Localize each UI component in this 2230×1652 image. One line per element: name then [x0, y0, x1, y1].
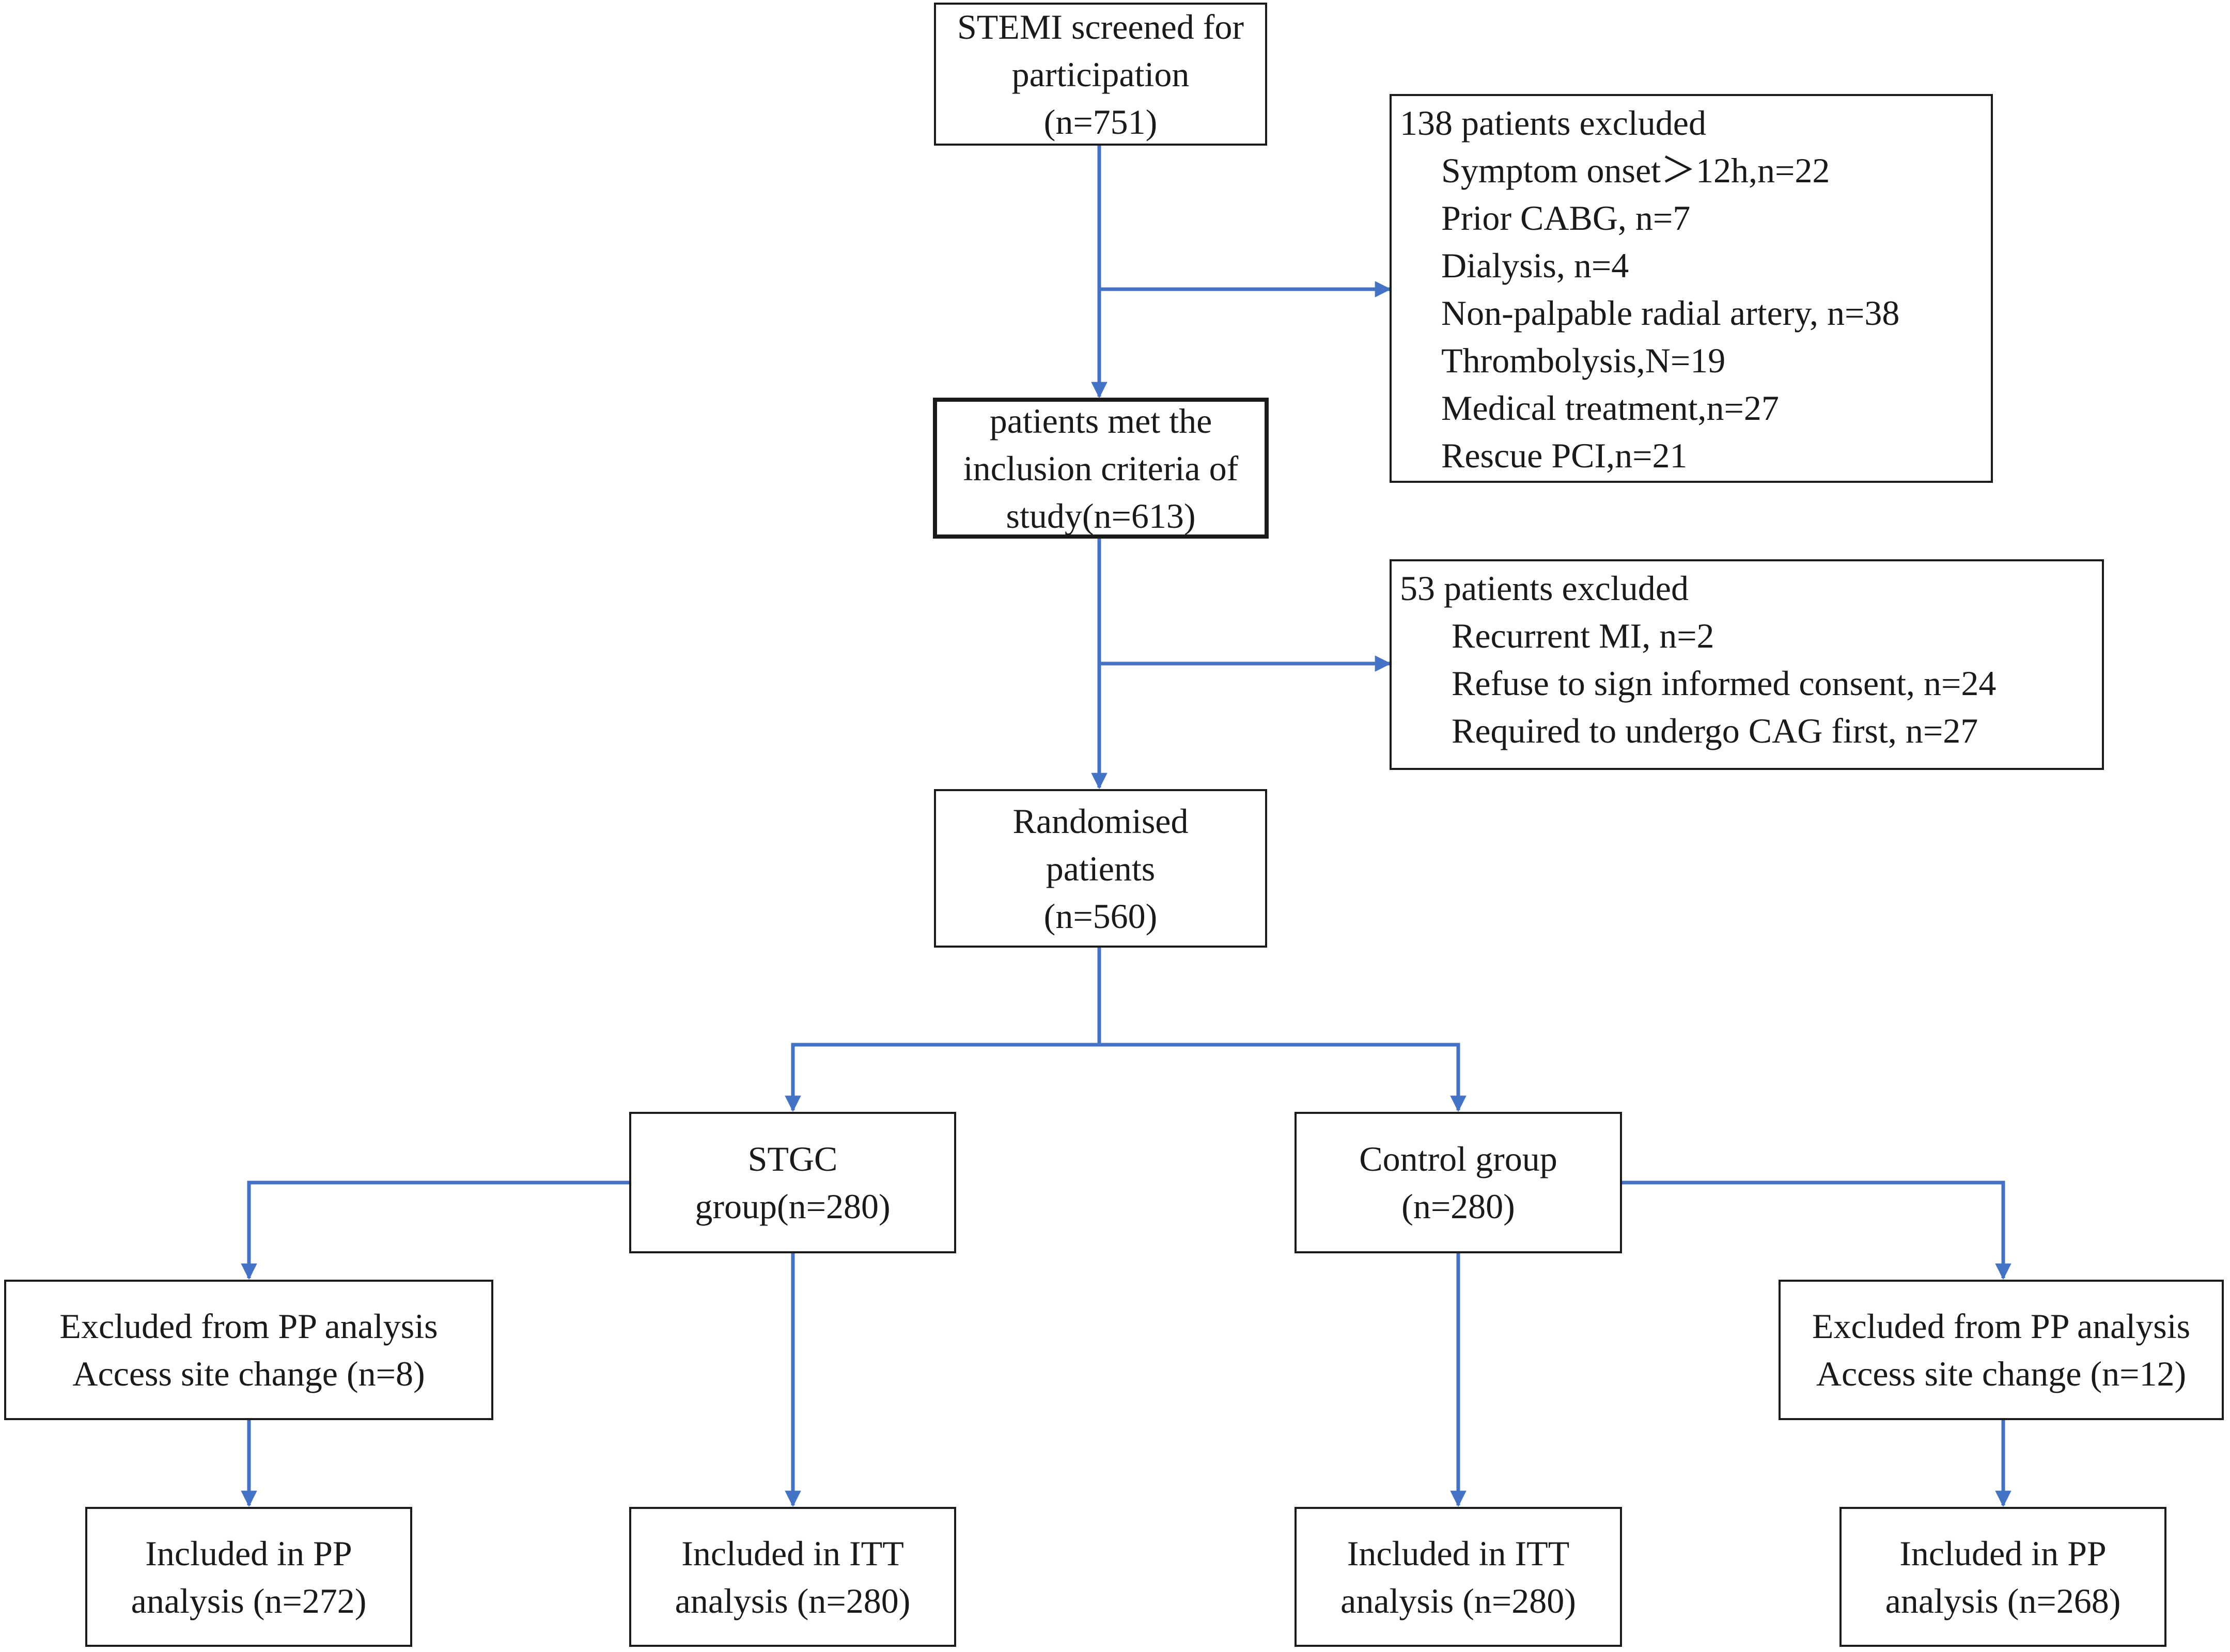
- screened-box: STEMI screened for participation (n=751): [934, 3, 1267, 146]
- excluded1-item: Symptom onset＞12h,n=22: [1441, 151, 1830, 190]
- excluded1-item: Dialysis, n=4: [1441, 246, 1629, 285]
- pp-right-line-2: analysis (n=268): [1885, 1581, 2121, 1620]
- randomised-line-2: patients: [1046, 848, 1156, 888]
- inclusion-line-3: study(n=613): [1006, 496, 1196, 536]
- excluded-pp-left-line-2: Access site change (n=8): [72, 1354, 425, 1393]
- arrow-stgc-to-excluded-pp: [241, 1181, 629, 1280]
- pp-right-box: Included in PP analysis (n=268): [1839, 1507, 2166, 1647]
- excluded2-box: 53 patients excluded Recurrent MI, n=2 R…: [1390, 559, 2104, 770]
- inclusion-box: patients met the inclusion criteria of s…: [933, 398, 1269, 539]
- arrow-branch-to-control: [1099, 1043, 1467, 1112]
- excluded-pp-right-line-2: Access site change (n=12): [1816, 1354, 2187, 1393]
- excluded2-item: Refuse to sign informed consent, n=24: [1452, 664, 1997, 703]
- control-line-2: (n=280): [1401, 1187, 1515, 1226]
- screened-line-2: participation: [1011, 54, 1190, 94]
- screened-line-1: STEMI screened for: [957, 7, 1244, 46]
- arrow-branch-to-stgc: [785, 1043, 1099, 1112]
- excluded2-item: Recurrent MI, n=2: [1452, 616, 1714, 655]
- control-group-box: Control group (n=280): [1295, 1112, 1622, 1253]
- excluded2-item: Required to undergo CAG first, n=27: [1452, 711, 1978, 750]
- inclusion-line-2: inclusion criteria of: [963, 448, 1239, 488]
- itt-left-line-1: Included in ITT: [681, 1533, 904, 1573]
- stgc-line-1: STGC: [747, 1139, 838, 1178]
- control-line-1: Control group: [1359, 1139, 1557, 1178]
- excluded1-item: Thrombolysis,N=19: [1441, 341, 1726, 380]
- itt-left-box: Included in ITT analysis (n=280): [629, 1507, 956, 1647]
- inclusion-line-1: patients met the: [989, 401, 1212, 440]
- excluded1-item: Medical treatment,n=27: [1441, 388, 1779, 428]
- itt-right-line-2: analysis (n=280): [1340, 1581, 1576, 1620]
- itt-right-box: Included in ITT analysis (n=280): [1295, 1507, 1622, 1647]
- pp-right-line-1: Included in PP: [1899, 1533, 2107, 1573]
- arrow-control-to-excluded-pp: [1622, 1181, 2011, 1280]
- pp-left-line-2: analysis (n=272): [131, 1581, 367, 1620]
- excluded-pp-right-line-1: Excluded from PP analysis: [1812, 1307, 2191, 1346]
- pp-left-line-1: Included in PP: [145, 1533, 352, 1573]
- pp-left-box: Included in PP analysis (n=272): [85, 1507, 412, 1647]
- excluded1-header: 138 patients excluded: [1400, 103, 1706, 143]
- excluded2-header: 53 patients excluded: [1400, 569, 1689, 608]
- randomised-box: Randomised patients (n=560): [934, 789, 1267, 948]
- excluded-pp-left-line-1: Excluded from PP analysis: [59, 1307, 438, 1346]
- excluded-pp-right-box: Excluded from PP analysis Access site ch…: [1779, 1280, 2224, 1420]
- excluded1-item: Prior CABG, n=7: [1441, 198, 1691, 238]
- excluded1-item: Non-palpable radial artery, n=38: [1441, 293, 1900, 333]
- randomised-line-3: (n=560): [1043, 896, 1158, 936]
- excluded-pp-left-box: Excluded from PP analysis Access site ch…: [4, 1280, 493, 1420]
- excluded1-box: 138 patients excluded Symptom onset＞12h,…: [1390, 94, 1993, 483]
- itt-right-line-1: Included in ITT: [1347, 1533, 1570, 1573]
- itt-left-line-2: analysis (n=280): [675, 1581, 911, 1620]
- stgc-group-box: STGC group(n=280): [629, 1112, 956, 1253]
- screened-line-3: (n=751): [1043, 102, 1158, 141]
- randomised-line-1: Randomised: [1012, 801, 1189, 841]
- excluded1-item: Rescue PCI,n=21: [1441, 436, 1688, 475]
- stgc-line-2: group(n=280): [695, 1187, 891, 1226]
